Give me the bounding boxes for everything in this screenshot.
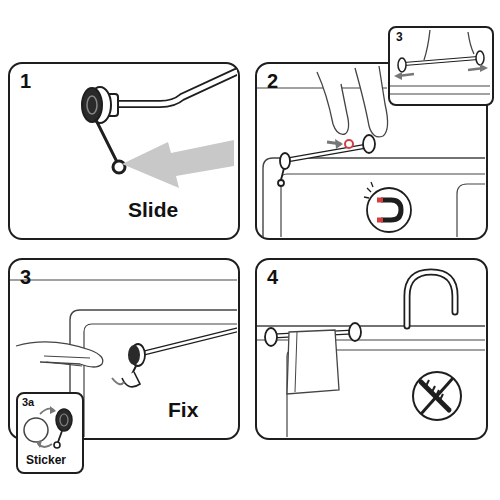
step-caption: Slide	[128, 198, 178, 221]
step-number: 3a	[22, 396, 34, 408]
finished-illustration	[257, 260, 485, 437]
step-number: 3	[396, 31, 403, 44]
step-panel: 2 3	[255, 62, 488, 240]
step-number: 1	[20, 70, 31, 92]
step-caption: Fix	[168, 398, 198, 421]
step-number: 4	[267, 266, 278, 288]
step-panel: 4	[255, 258, 488, 440]
step-number: 2	[267, 70, 278, 92]
inset-panel: 3	[388, 26, 494, 106]
step-number: 3	[20, 266, 31, 288]
inset-panel: 3aSticker	[16, 392, 84, 474]
inset-illustration	[390, 28, 490, 102]
step-panel: 1Slide	[8, 62, 240, 240]
mount-illustration	[10, 64, 237, 237]
step-panel: 3Fix 3aSticker	[8, 258, 240, 440]
inset-caption: Sticker	[26, 454, 66, 467]
